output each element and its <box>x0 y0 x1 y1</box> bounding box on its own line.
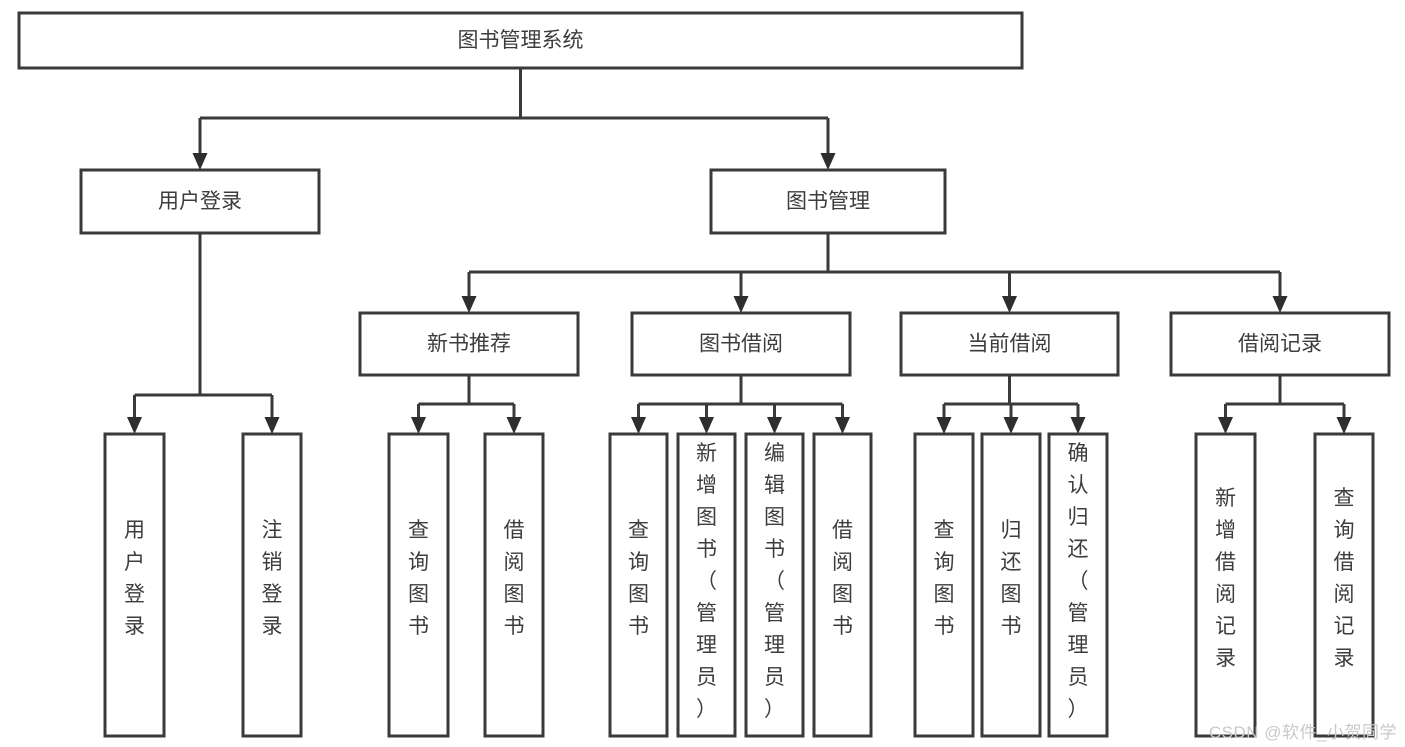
node-box-leaf-query-book-1[interactable] <box>387 432 450 738</box>
node-label-new-book-rec: 新书推荐 <box>427 333 511 356</box>
node-label-leaf-add-record: 新增借阅记录 <box>1215 487 1236 670</box>
edge-group-book-borrow <box>631 375 850 434</box>
arrow-head-book-manage <box>820 153 836 170</box>
node-leaf-logout[interactable]: 注销登录 <box>241 432 303 738</box>
node-book-manage[interactable]: 图书管理 <box>709 168 947 235</box>
node-label-leaf-query-book-2: 查询图书 <box>628 519 649 638</box>
node-box-borrow-record[interactable] <box>1169 311 1391 377</box>
node-box-leaf-query-record[interactable] <box>1313 432 1375 738</box>
edge-group-new-book-rec <box>411 375 522 434</box>
arrow-head-leaf-return-book <box>1003 417 1019 434</box>
arrow-head-current-borrow <box>1002 296 1017 313</box>
arrow-head-leaf-query-book-2 <box>631 417 646 434</box>
node-box-leaf-borrow-book-2[interactable] <box>812 432 873 738</box>
node-root[interactable]: 图书管理系统 <box>17 11 1024 70</box>
node-label-leaf-query-book-1: 查询图书 <box>408 519 429 638</box>
arrow-head-leaf-user-login <box>127 417 142 434</box>
arrow-head-borrow-record <box>1272 296 1288 313</box>
node-layer: 图书管理系统用户登录图书管理新书推荐图书借阅当前借阅借阅记录用户登录注销登录查询… <box>17 11 1391 738</box>
node-box-leaf-edit-book[interactable] <box>744 432 805 738</box>
node-box-current-borrow[interactable] <box>899 311 1120 377</box>
node-current-borrow[interactable]: 当前借阅 <box>899 311 1120 377</box>
node-box-leaf-query-book-3[interactable] <box>913 432 975 738</box>
node-box-leaf-confirm-return[interactable] <box>1047 432 1109 738</box>
arrow-head-book-borrow <box>733 296 749 313</box>
edge-group-current-borrow <box>936 375 1086 434</box>
node-label-borrow-record: 借阅记录 <box>1238 333 1322 356</box>
arrow-head-leaf-query-book-3 <box>936 417 952 434</box>
edge-group-user-login <box>127 233 280 434</box>
node-new-book-rec[interactable]: 新书推荐 <box>358 311 580 377</box>
node-leaf-edit-book[interactable]: 编辑图书（管理员） <box>744 432 805 738</box>
edge-group-book-manage <box>461 233 1288 313</box>
node-box-leaf-borrow-book-1[interactable] <box>483 432 545 738</box>
arrow-head-leaf-add-book <box>699 417 714 434</box>
node-leaf-add-record[interactable]: 新增借阅记录 <box>1194 432 1257 738</box>
node-label-user-login: 用户登录 <box>158 190 242 213</box>
node-box-leaf-logout[interactable] <box>241 432 303 738</box>
arrow-head-leaf-borrow-book-2 <box>835 417 850 434</box>
node-label-leaf-query-book-3: 查询图书 <box>934 519 955 638</box>
node-label-leaf-add-book: 新增图书（管理员） <box>696 442 717 721</box>
edge-layer <box>127 68 1352 434</box>
node-label-leaf-edit-book: 编辑图书（管理员） <box>764 442 785 721</box>
node-leaf-query-book-2[interactable]: 查询图书 <box>608 432 669 738</box>
node-leaf-add-book[interactable]: 新增图书（管理员） <box>676 432 737 738</box>
node-label-leaf-borrow-book-2: 借阅图书 <box>832 519 853 638</box>
arrow-head-new-book-rec <box>461 296 477 313</box>
node-box-leaf-return-book[interactable] <box>980 432 1042 738</box>
node-label-leaf-borrow-book-1: 借阅图书 <box>504 519 525 638</box>
node-leaf-return-book[interactable]: 归还图书 <box>980 432 1042 738</box>
node-user-login[interactable]: 用户登录 <box>79 168 321 235</box>
node-box-leaf-query-book-2[interactable] <box>608 432 669 738</box>
node-leaf-borrow-book-2[interactable]: 借阅图书 <box>812 432 873 738</box>
arrow-head-leaf-edit-book <box>767 417 782 434</box>
node-box-leaf-user-login[interactable] <box>103 432 166 738</box>
node-label-root: 图书管理系统 <box>458 29 584 52</box>
node-label-leaf-return-book: 归还图书 <box>1001 519 1022 638</box>
node-book-borrow[interactable]: 图书借阅 <box>630 311 852 377</box>
node-leaf-query-book-1[interactable]: 查询图书 <box>387 432 450 738</box>
node-leaf-borrow-book-1[interactable]: 借阅图书 <box>483 432 545 738</box>
node-label-leaf-user-login: 用户登录 <box>124 519 145 638</box>
node-leaf-query-record[interactable]: 查询借阅记录 <box>1313 432 1375 738</box>
node-label-current-borrow: 当前借阅 <box>968 333 1052 356</box>
node-leaf-query-book-3[interactable]: 查询图书 <box>913 432 975 738</box>
node-box-leaf-add-record[interactable] <box>1194 432 1257 738</box>
edge-group-root <box>192 68 836 170</box>
node-box-user-login[interactable] <box>79 168 321 235</box>
node-borrow-record[interactable]: 借阅记录 <box>1169 311 1391 377</box>
node-label-book-borrow: 图书借阅 <box>699 333 783 356</box>
arrow-head-leaf-borrow-book-1 <box>506 417 522 434</box>
node-box-book-borrow[interactable] <box>630 311 852 377</box>
node-box-leaf-add-book[interactable] <box>676 432 737 738</box>
arrow-head-user-login <box>192 153 208 170</box>
node-box-root[interactable] <box>17 11 1024 70</box>
node-box-book-manage[interactable] <box>709 168 947 235</box>
arrow-head-leaf-logout <box>264 417 280 434</box>
node-label-leaf-confirm-return: 确认归还（管理员） <box>1068 442 1089 721</box>
node-leaf-user-login[interactable]: 用户登录 <box>103 432 166 738</box>
node-label-leaf-query-record: 查询借阅记录 <box>1334 487 1355 670</box>
edge-group-borrow-record <box>1218 375 1352 434</box>
arrow-head-leaf-confirm-return <box>1070 417 1086 434</box>
node-leaf-confirm-return[interactable]: 确认归还（管理员） <box>1047 432 1109 738</box>
arrow-head-leaf-add-record <box>1218 417 1233 434</box>
node-label-book-manage: 图书管理 <box>786 190 870 213</box>
arrow-head-leaf-query-record <box>1336 417 1352 434</box>
node-label-leaf-logout: 注销登录 <box>262 519 283 638</box>
node-box-new-book-rec[interactable] <box>358 311 580 377</box>
arrow-head-leaf-query-book-1 <box>411 417 426 434</box>
